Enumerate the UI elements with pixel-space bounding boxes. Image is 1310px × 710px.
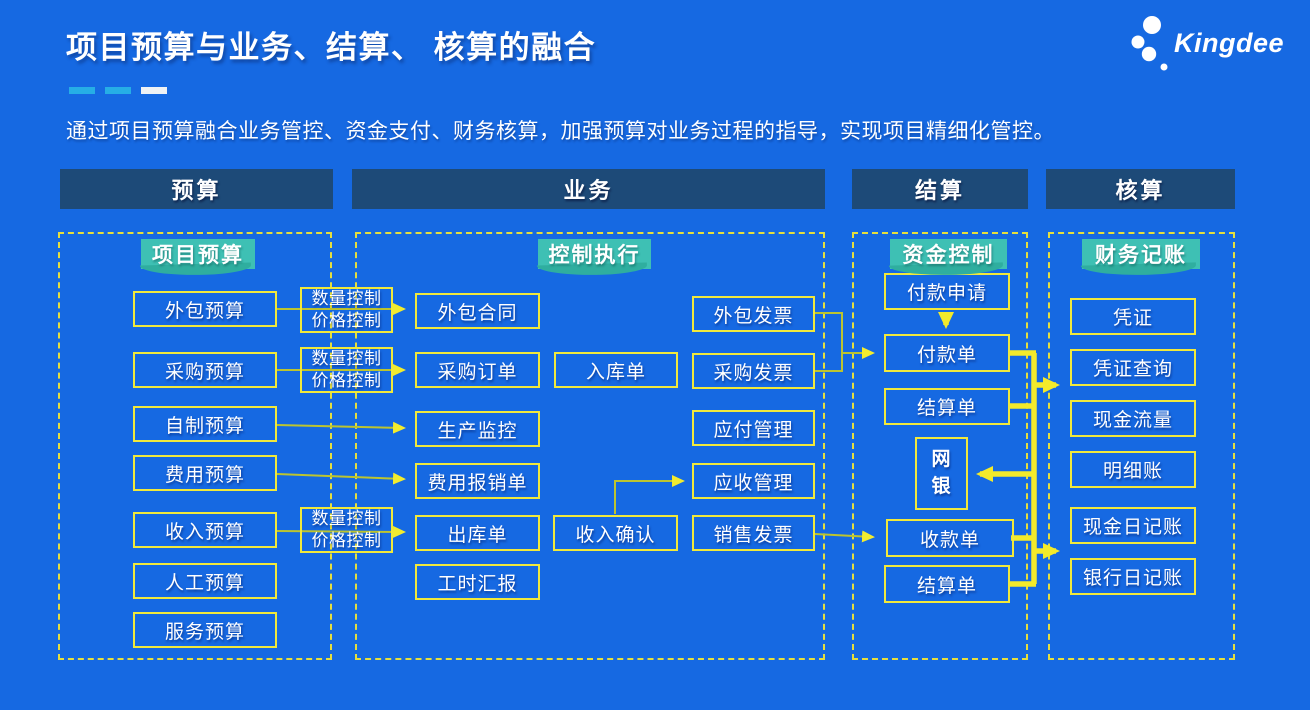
control-price-label: 价格控制 [311, 531, 382, 550]
tag-control-execute: 控制执行 [538, 239, 651, 269]
box-outsource-budget: 外包预算 [133, 291, 277, 327]
box-expense-budget: 费用预算 [133, 455, 277, 491]
box-inbound-order: 入库单 [554, 352, 678, 388]
box-detail-ledger: 明细账 [1070, 451, 1196, 488]
section-control-execute [355, 232, 825, 660]
box-cash-flow: 现金流量 [1070, 400, 1196, 437]
box-purchase-invoice: 采购发票 [692, 353, 815, 389]
control-tag-revenue: 数量控制 价格控制 [300, 507, 393, 553]
page-subtitle: 通过项目预算融合业务管控、资金支付、财务核算，加强预算对业务过程的指导，实现项目… [66, 120, 1055, 143]
kingdee-logo-dots-icon [1131, 16, 1168, 71]
underline-dash-white [141, 87, 167, 94]
online-bank-label: 网银 [931, 448, 952, 497]
kingdee-logo-text: Kingdee [1174, 28, 1285, 58]
control-price-label: 价格控制 [311, 371, 382, 390]
box-revenue-budget: 收入预算 [133, 512, 277, 548]
control-quantity-label: 数量控制 [311, 508, 382, 528]
kingdee-logo: Kingdee [1128, 12, 1298, 78]
box-payable-mgmt: 应付管理 [692, 410, 815, 446]
box-settlement-slip-1: 结算单 [884, 388, 1010, 425]
box-payment-request: 付款申请 [884, 273, 1010, 310]
box-labor-budget: 人工预算 [133, 563, 277, 599]
underline-dash-cyan-2 [105, 87, 131, 94]
box-receipt-slip: 收款单 [886, 519, 1014, 557]
box-payment-slip: 付款单 [884, 334, 1010, 372]
box-expense-claim: 费用报销单 [415, 463, 540, 499]
box-sales-invoice: 销售发票 [692, 515, 815, 551]
section-fund-control [852, 232, 1028, 660]
tag-project-budget: 项目预算 [141, 239, 255, 269]
box-revenue-recognition: 收入确认 [553, 515, 678, 551]
box-purchase-order: 采购订单 [415, 352, 540, 388]
box-receivable-mgmt: 应收管理 [692, 463, 815, 499]
page-title: 项目预算与业务、结算、 核算的融合 [66, 30, 597, 65]
underline-dash-cyan-1 [69, 87, 95, 94]
lane-header-accounting: 核算 [1046, 169, 1235, 209]
lane-header-business: 业务 [352, 169, 825, 209]
box-selfmade-budget: 自制预算 [133, 406, 277, 442]
title-underline [69, 87, 167, 94]
box-bank-journal: 银行日记账 [1070, 558, 1196, 595]
tag-fund-control: 资金控制 [890, 239, 1007, 269]
box-service-budget: 服务预算 [133, 612, 277, 648]
box-outbound-order: 出库单 [415, 515, 540, 551]
section-project-budget [58, 232, 332, 660]
box-voucher: 凭证 [1070, 298, 1196, 335]
control-price-label: 价格控制 [311, 311, 382, 330]
box-online-bank: 网银 [915, 437, 968, 510]
box-outsource-contract: 外包合同 [415, 293, 540, 329]
lane-header-settlement: 结算 [852, 169, 1028, 209]
box-cash-journal: 现金日记账 [1070, 507, 1196, 544]
control-tag-procurement: 数量控制 价格控制 [300, 347, 393, 393]
control-quantity-label: 数量控制 [311, 288, 382, 308]
box-voucher-query: 凭证查询 [1070, 349, 1196, 386]
box-procurement-budget: 采购预算 [133, 352, 277, 388]
lane-header-budget: 预算 [60, 169, 333, 209]
tag-financial-ledger: 财务记账 [1082, 239, 1200, 269]
box-settlement-slip-2: 结算单 [884, 565, 1010, 603]
box-production-monitor: 生产监控 [415, 411, 540, 447]
control-quantity-label: 数量控制 [311, 348, 382, 368]
box-timesheet-report: 工时汇报 [415, 564, 540, 600]
box-outsource-invoice: 外包发票 [692, 296, 815, 332]
section-financial-ledger [1048, 232, 1235, 660]
control-tag-outsource: 数量控制 价格控制 [300, 287, 393, 333]
